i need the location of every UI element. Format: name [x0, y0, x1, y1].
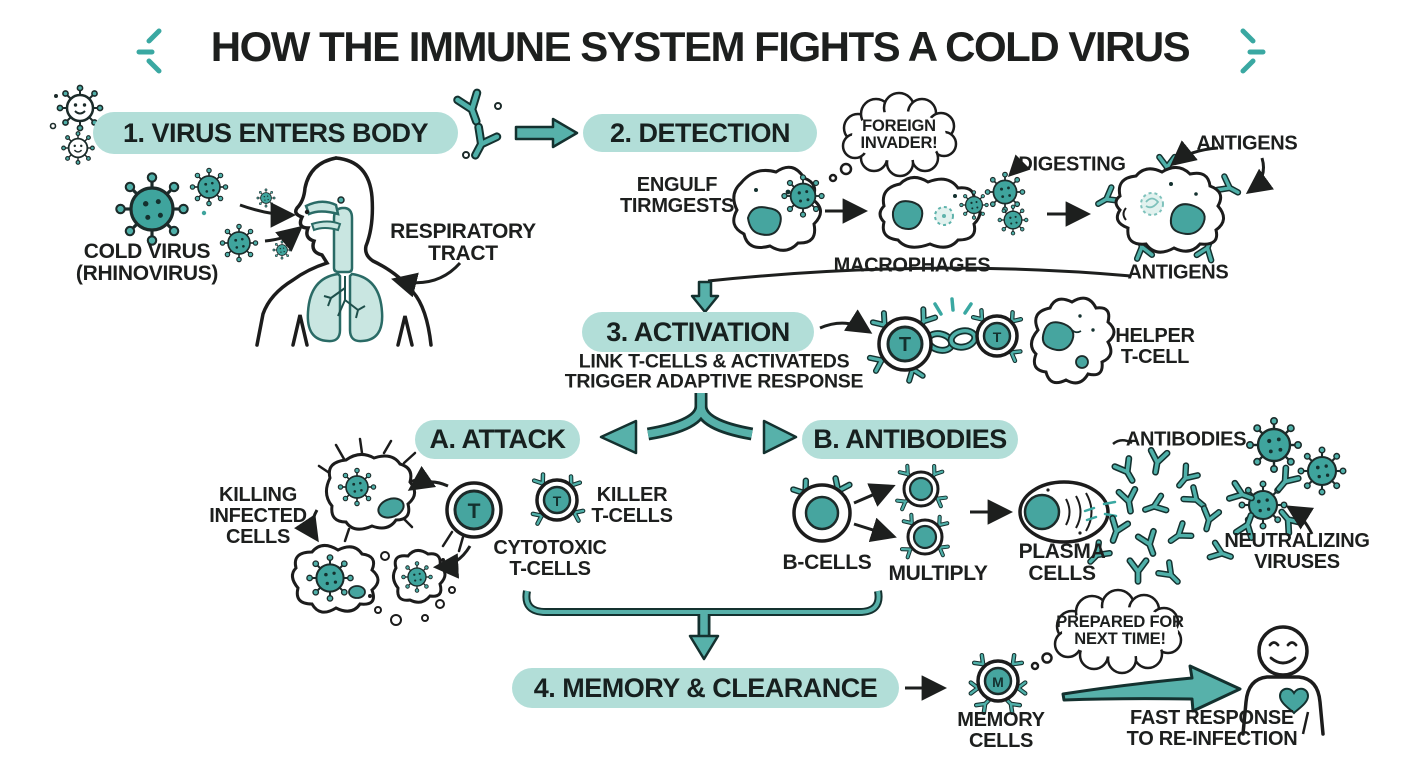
- infected-cell: [317, 437, 427, 543]
- arrow-respiratory-label: [391, 261, 462, 298]
- macrophages-label: MACROPHAGES: [833, 254, 991, 277]
- prepared-bubble-text: PREPARED FOR NEXT TIME!: [1056, 612, 1184, 648]
- t-cell-letter: T: [553, 493, 562, 509]
- step2-pill: 2. DETECTION: [583, 114, 817, 152]
- cold-virus-group: [114, 167, 292, 263]
- merge-bracket: [522, 590, 883, 661]
- step1-pill: 1. VIRUS ENTERS BODY: [93, 112, 458, 154]
- arrows-branch-a: [294, 465, 472, 579]
- step4-pill: 4. MEMORY & CLEARANCE: [512, 668, 899, 708]
- arrows-into-nose: [239, 202, 303, 252]
- step3-label: 3. ACTIVATION: [606, 316, 790, 347]
- macrophage-3-antigen-presenting: [1094, 157, 1241, 260]
- plasma-cells-label: PLASMA CELLS: [1018, 540, 1106, 585]
- step2-label: 2. DETECTION: [609, 117, 791, 148]
- virus-at-m2-edge: [959, 190, 989, 220]
- t-cell-letter: T: [993, 329, 1002, 345]
- foreign-invader-bubble-text: FOREIGN INVADER!: [860, 116, 938, 152]
- digesting-viruses: [984, 171, 1029, 236]
- arrow-digesting-label: [1007, 154, 1031, 178]
- step4-label: 4. MEMORY & CLEARANCE: [533, 672, 878, 703]
- respiratory-tract-label: RESPIRATORY TRACT: [390, 220, 536, 265]
- destroyed-cells: [291, 544, 456, 626]
- arrow-neutralizing-label: [1285, 505, 1315, 535]
- branch-a-pill: A. ATTACK: [415, 420, 580, 459]
- killer-t-cell: T: [533, 474, 583, 523]
- t-cell-2: T: [973, 310, 1021, 360]
- plasma-cell: [1018, 480, 1118, 544]
- multiply-label: MULTIPLY: [888, 562, 988, 586]
- memory-cells-label: MEMORY CELLS: [957, 709, 1045, 752]
- step1-label: 1. VIRUS ENTERS BODY: [122, 117, 429, 148]
- fork-arrow: [599, 393, 798, 455]
- antibody-cloud: [1085, 450, 1233, 587]
- page-title: HOW THE IMMUNE SYSTEM FIGHTS A COLD VIRU…: [210, 23, 1191, 71]
- human-respiratory-figure: [255, 156, 433, 347]
- b-cells-label: B-CELLS: [782, 551, 872, 575]
- branch-b-label: B. ANTIBODIES: [813, 424, 1007, 454]
- killer-t-cells-label: KILLER T-CELLS: [591, 484, 673, 527]
- title-sparkle-right: [1240, 28, 1266, 74]
- memory-cell-letter: M: [992, 674, 1004, 690]
- sparkles-activation: [933, 297, 973, 316]
- antibody-icons-step1: [458, 93, 502, 160]
- memory-cell: M: [971, 655, 1025, 713]
- cytotoxic-t-cell: T: [441, 481, 503, 553]
- t-cell-letter: T: [468, 500, 481, 523]
- activation-description: LINK T-CELLS & ACTIVATEDS TRIGGER ADAPTI…: [564, 350, 864, 393]
- branch-b-pill: B. ANTIBODIES: [802, 420, 1018, 459]
- protected-person: [1241, 625, 1325, 736]
- helper-t-cell-label: HELPER T-CELL: [1115, 325, 1195, 368]
- fast-response-label: FAST RESPONSE TO RE-INFECTION: [1126, 707, 1298, 750]
- killing-infected-cells-label: KILLING INFECTED CELLS: [209, 483, 307, 548]
- antigens-top-label: ANTIGENS: [1196, 132, 1298, 155]
- cold-virus-label: COLD VIRUS (RHINOVIRUS): [75, 240, 219, 285]
- step3-pill: 3. ACTIVATION: [582, 312, 814, 352]
- arrow-step1-to-step2: [514, 117, 579, 149]
- macrophage-1: [732, 165, 822, 252]
- arrows-bcell-multiply: [853, 483, 1014, 543]
- squiggle-antibodies-label: [1112, 439, 1133, 445]
- b-cell: [793, 478, 850, 543]
- title-sparkle-left: [136, 28, 162, 74]
- t-cell-letter: T: [899, 334, 911, 356]
- macrophage-2: [878, 176, 982, 249]
- multiplied-b-cells: [897, 466, 948, 557]
- happy-virus-icons: [49, 84, 104, 166]
- thought-bubble-foreign: [828, 91, 958, 183]
- arrow-down-to-activation: [690, 280, 720, 314]
- t-cell-1: T: [870, 309, 935, 380]
- neutralized-viruses: [1229, 416, 1347, 538]
- thought-bubble-prepared: [1030, 588, 1183, 675]
- antibodies-label: ANTIBODIES: [1125, 428, 1247, 451]
- digesting-label: DIGESTING: [1018, 153, 1126, 176]
- neutralizing-viruses-label: NEUTRALIZING VIRUSES: [1224, 530, 1370, 573]
- engulf-label: ENGULF TIRMGESTS: [620, 174, 734, 217]
- chain-links: [924, 327, 979, 354]
- branch-a-label: A. ATTACK: [429, 424, 566, 454]
- virus-being-engulfed: [780, 173, 826, 219]
- connector-antigens-to-activation: [707, 266, 1132, 283]
- arrows-antigens-top: [1170, 140, 1275, 194]
- arrow-activation-to-tcells: [819, 309, 873, 334]
- arrow-fast-response: [1061, 664, 1242, 713]
- cytotoxic-t-cells-label: CYTOTOXIC T-CELLS: [493, 537, 607, 580]
- helper-macrophage-blob: [1030, 296, 1116, 385]
- antigens-bottom-label: ANTIGENS: [1127, 261, 1229, 284]
